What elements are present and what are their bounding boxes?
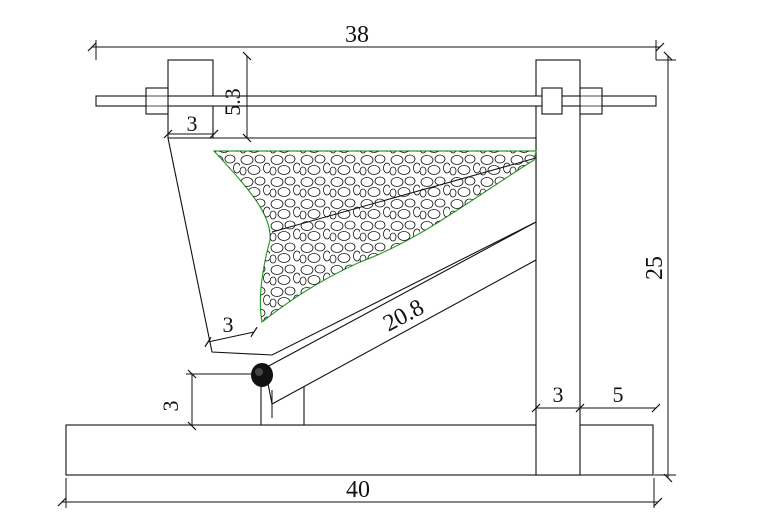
dim-line-plate-thickness (204, 326, 258, 348)
gravel-stones (214, 151, 536, 322)
diagonal-strut (264, 221, 537, 405)
label-left-post-width: 3 (187, 111, 198, 136)
tie-rod (95, 95, 657, 107)
label-right-post-width: 3 (553, 382, 564, 407)
pivot-pin-icon (251, 363, 273, 387)
hex-nut-icon (541, 87, 563, 115)
label-right-height: 25 (642, 256, 668, 280)
pivot-pin-highlight (255, 368, 263, 376)
label-plate-thickness: 3 (223, 312, 234, 337)
label-bolt-offset: 5.3 (220, 88, 245, 116)
label-right-overhang: 5 (613, 382, 624, 407)
label-bottom-width: 40 (346, 477, 370, 503)
right-post (535, 59, 581, 476)
hex-nut-icon (579, 87, 603, 115)
label-top-width: 38 (345, 22, 369, 48)
label-gap-height: 3 (158, 401, 183, 412)
fill-diagonal-guide (271, 157, 537, 233)
hex-nut-icon (145, 87, 169, 115)
